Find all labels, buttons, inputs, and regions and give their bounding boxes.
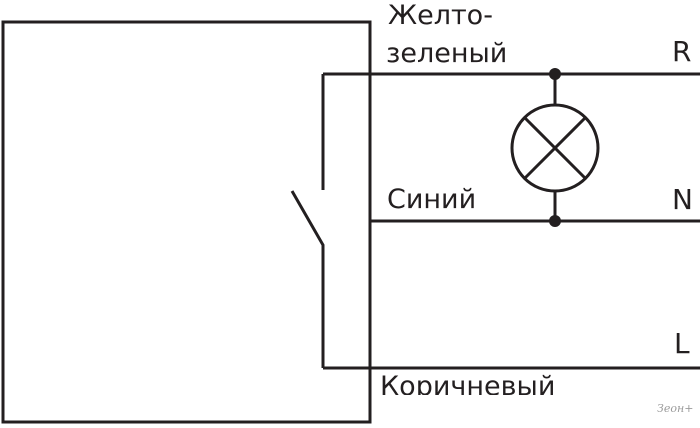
terminal-r: R: [672, 35, 692, 68]
junction-dot-n: [549, 215, 561, 227]
watermark: Зеон+: [657, 402, 694, 415]
label-brown: Коричневый: [380, 371, 556, 395]
label-brown-clip: Коричневый: [380, 370, 700, 395]
device-box: [1, 20, 372, 424]
switch-blade: [290, 190, 325, 368]
terminal-n: N: [672, 183, 693, 216]
terminal-l: L: [674, 327, 690, 360]
lamp-icon: [510, 103, 600, 193]
label-blue: Синий: [387, 184, 477, 215]
label-yellow-green-1: Желто-: [388, 0, 493, 31]
junction-dot-r: [549, 68, 561, 80]
label-yellow-green-2: зеленый: [386, 38, 508, 69]
